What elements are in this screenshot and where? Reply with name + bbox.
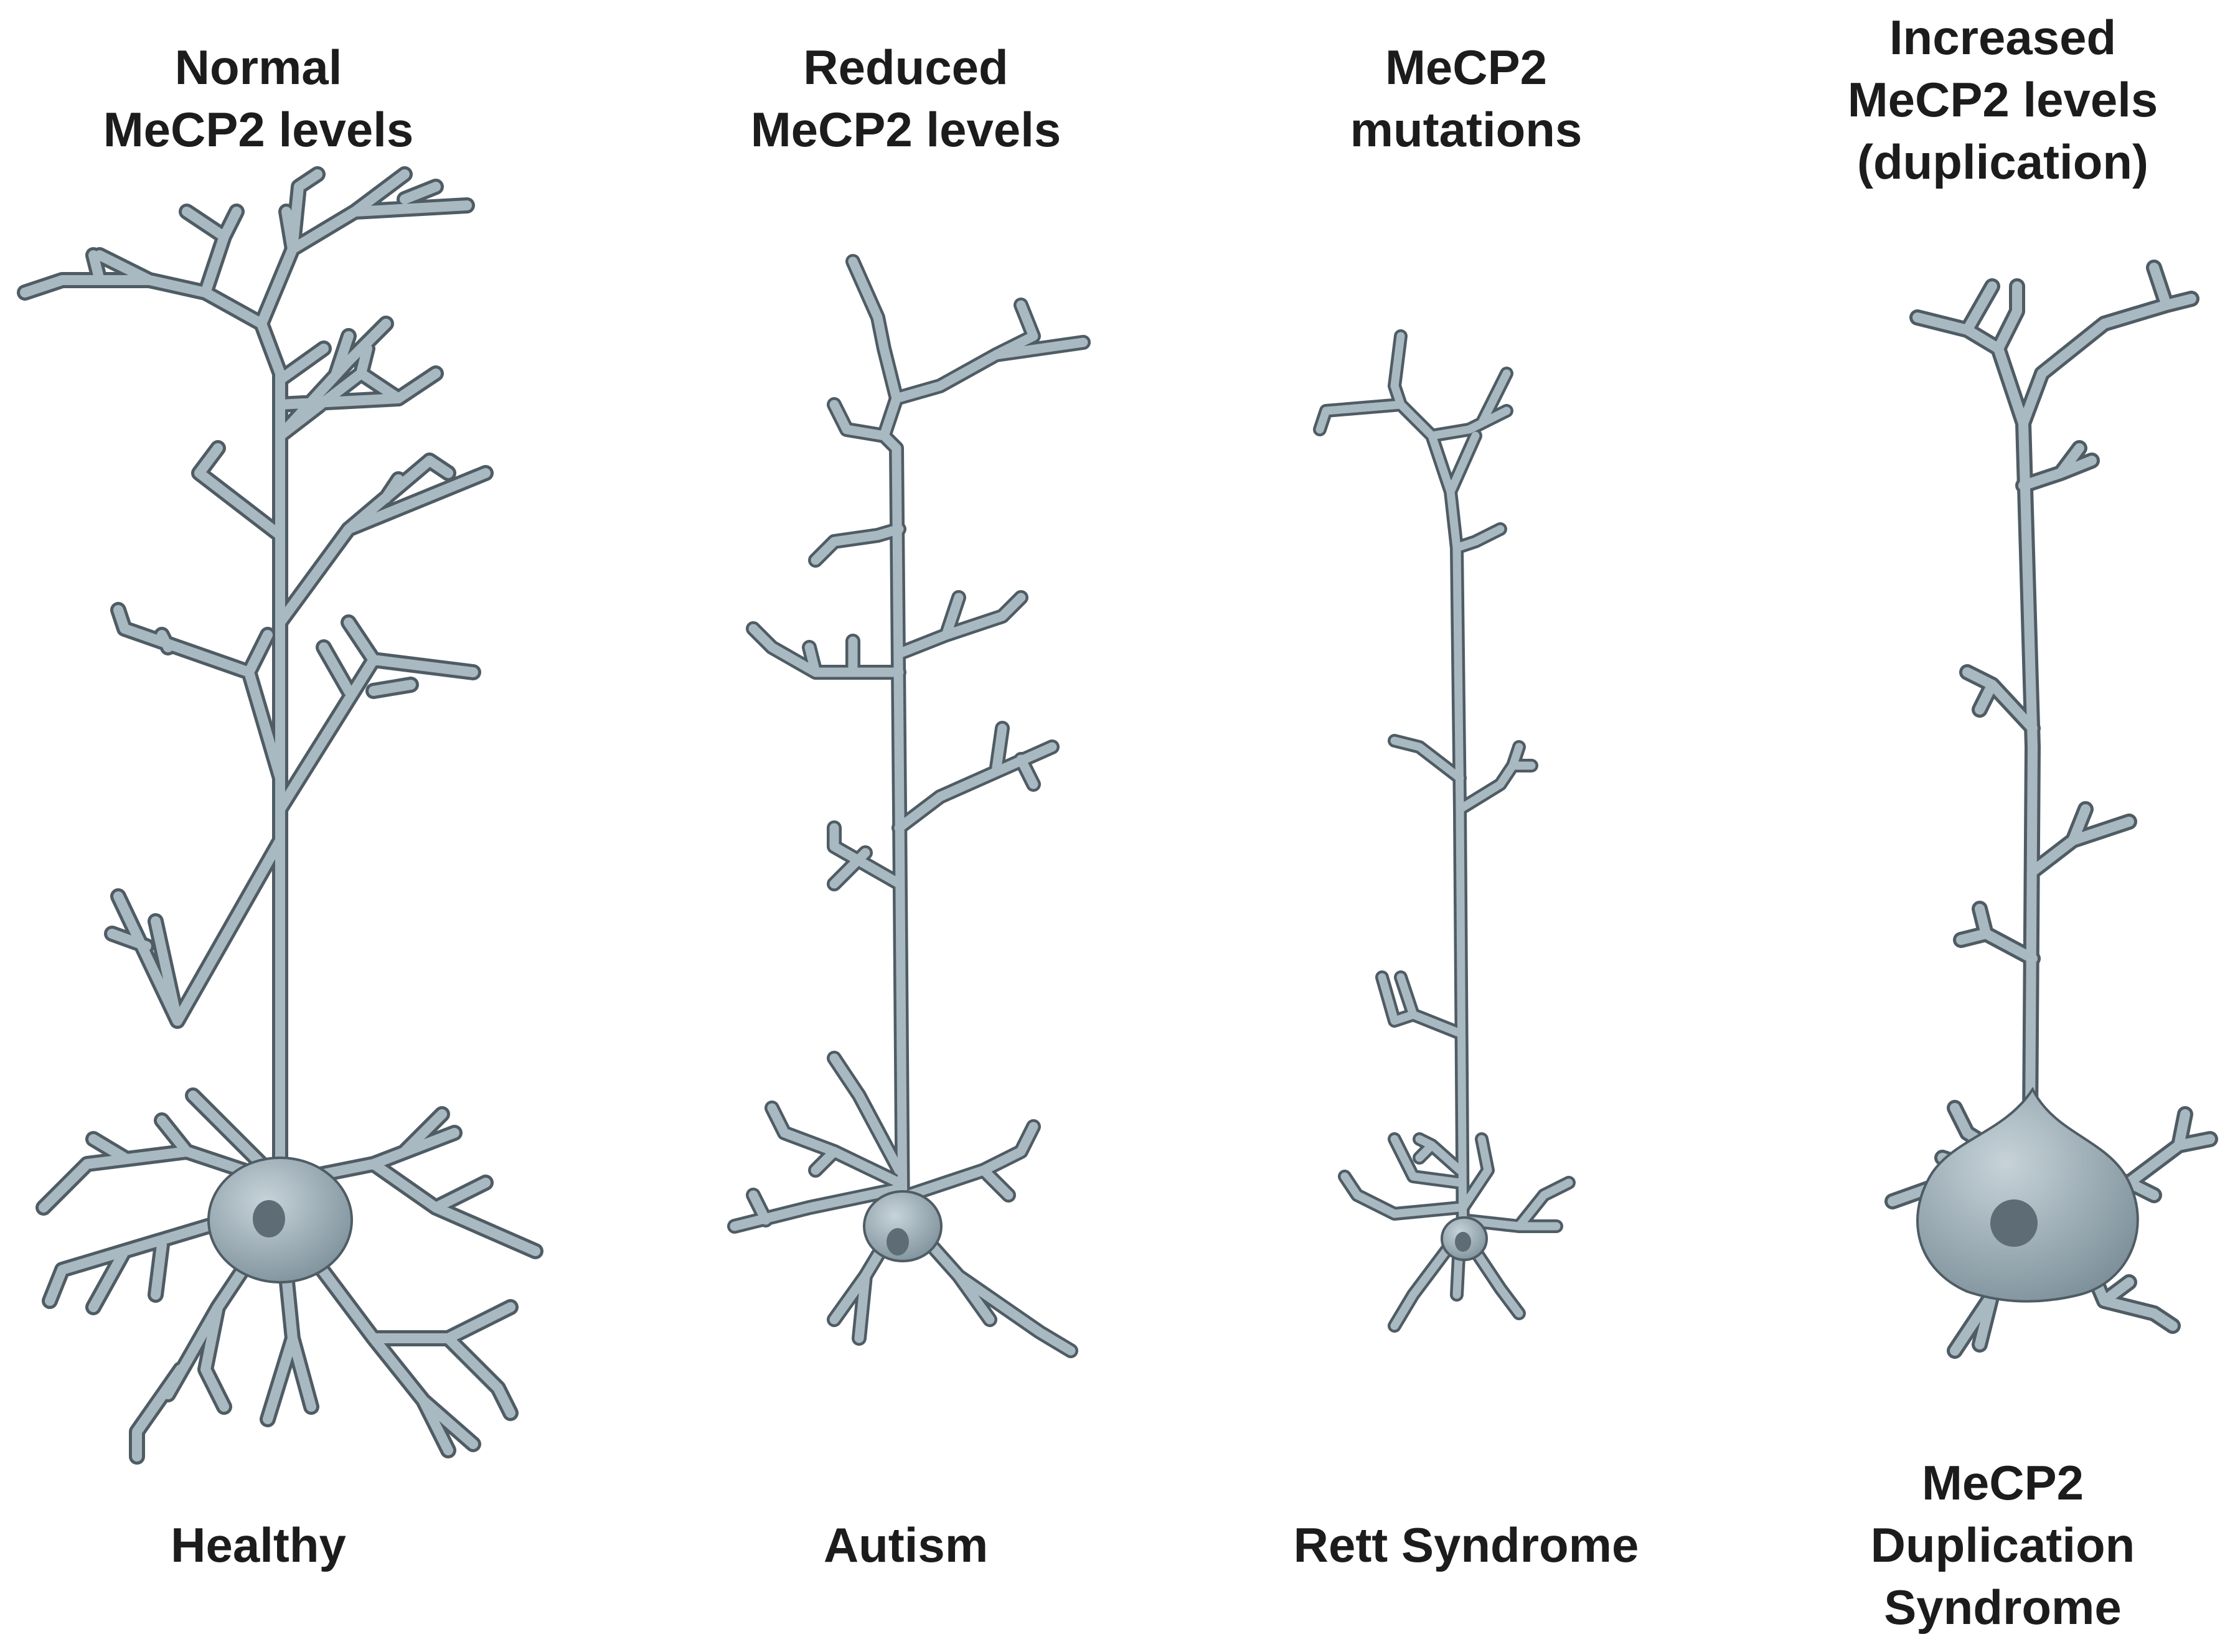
neuron-increased [1884, 260, 2218, 1359]
bottom-label-increased: MeCP2 Duplication Syndrome [1870, 1455, 2135, 1635]
soma-reduced [863, 1190, 943, 1262]
neuron-reduced-outline [727, 254, 1091, 1358]
panel-increased: Increased MeCP2 levels (duplication) MeC… [1780, 0, 2225, 1652]
panel-reduced: Reduced MeCP2 levels Autism [647, 0, 1164, 1652]
neuron-mutation-dendrites [1315, 332, 1573, 1330]
bottom-label-normal: Healthy [171, 1518, 346, 1572]
bottom-label-reduced: Autism [823, 1518, 989, 1572]
nucleus-normal [253, 1200, 285, 1237]
nucleus-reduced [887, 1228, 909, 1255]
top-label-increased: Increased MeCP2 levels (duplication) [1847, 10, 2158, 189]
nucleus-increased [1990, 1199, 2038, 1247]
neuron-reduced [727, 254, 1091, 1358]
bottom-label-mutation: Rett Syndrome [1293, 1518, 1639, 1572]
neuron-normal [17, 166, 543, 1465]
soma-increased [1916, 1086, 2139, 1303]
neuron-normal-dendrites [20, 169, 540, 1462]
top-label-reduced: Reduced MeCP2 levels [750, 40, 1061, 157]
top-label-mutation: MeCP2 mutations [1350, 40, 1583, 157]
nucleus-mutation [1455, 1232, 1471, 1252]
panel-mutation: MeCP2 mutations Rett Syndrome [1208, 0, 1724, 1652]
panel-normal: Normal MeCP2 levels Healthy [0, 0, 543, 1652]
neuron-increased-dendrites [1888, 263, 2215, 1356]
neuron-mutation [1313, 329, 1576, 1333]
top-label-normal: Normal MeCP2 levels [103, 40, 414, 157]
neuron-reduced-dendrites [730, 256, 1088, 1356]
